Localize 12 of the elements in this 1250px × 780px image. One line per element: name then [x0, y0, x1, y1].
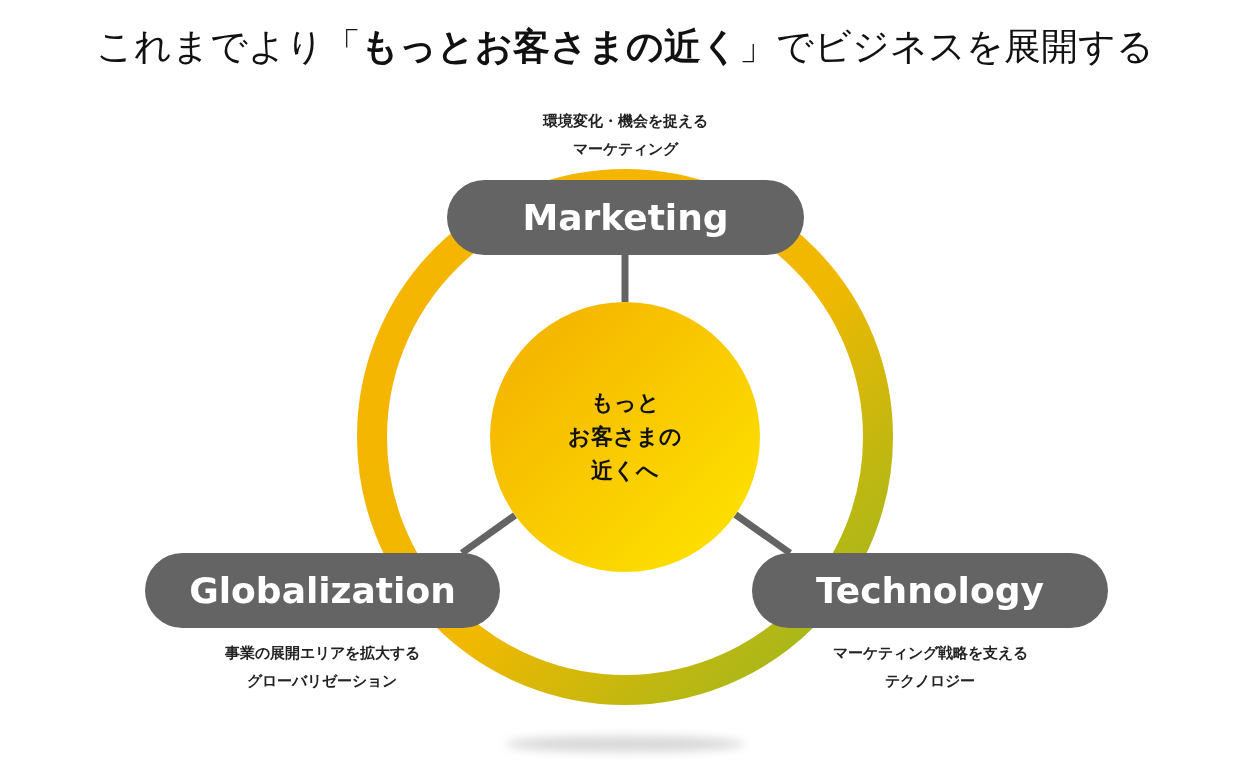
connector-line	[459, 512, 518, 556]
connector-line	[621, 255, 629, 302]
pillar-caption: 事業の展開エリアを拡大するグローバリゼーション	[224, 643, 420, 692]
connector-line	[733, 511, 792, 556]
pillar-label: Globalization	[189, 570, 456, 611]
pillar-label: Technology	[816, 570, 1044, 611]
title: これまでより「もっとお客さまの近く」でビジネスを展開する	[95, 24, 1155, 70]
pillar-label: Marketing	[522, 197, 729, 238]
pillar-caption: 環境変化・機会を捉えるマーケティング	[542, 111, 708, 160]
pillar-caption: マーケティング戦略を支えるテクノロジー	[832, 643, 1028, 692]
pillar-pill	[447, 180, 804, 255]
center-label: もっとお客さまの近くへ	[568, 388, 682, 486]
